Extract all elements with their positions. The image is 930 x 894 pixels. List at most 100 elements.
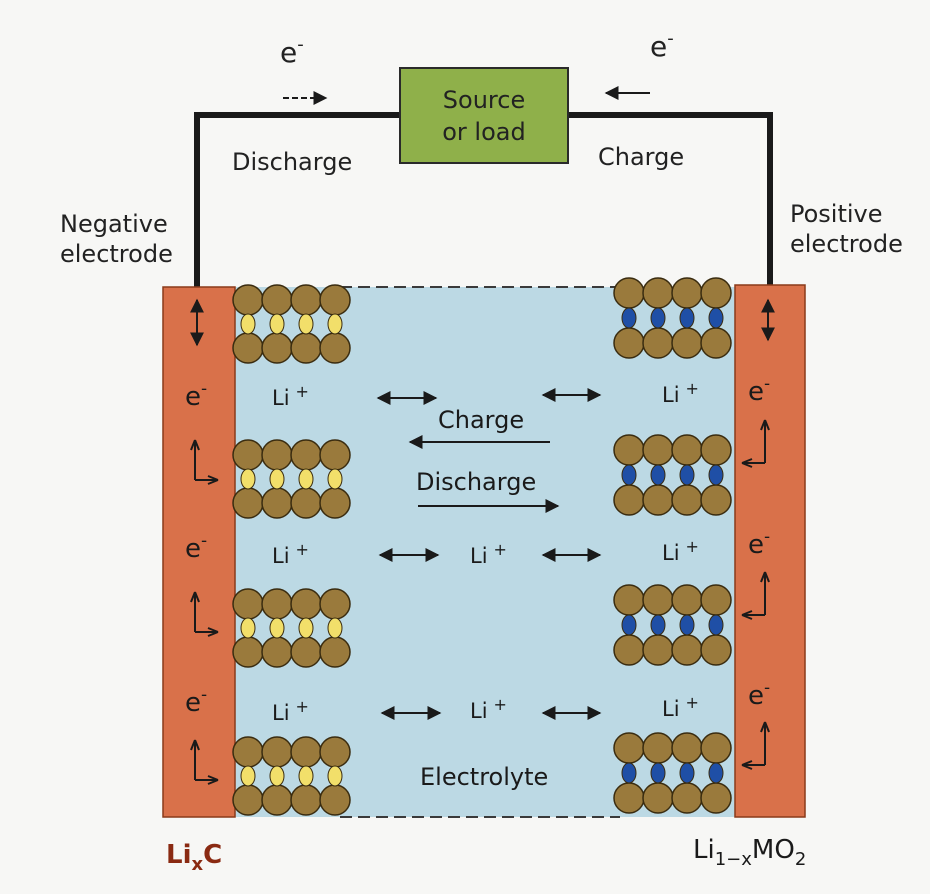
host-atom <box>232 588 264 620</box>
intercalated-ion <box>327 313 343 335</box>
host-atom <box>290 284 322 316</box>
li-ion-2: Li+ <box>662 379 699 407</box>
electron-path-neg-1 <box>194 440 218 481</box>
intercalated-ion <box>298 617 314 639</box>
host-atom <box>319 636 351 668</box>
host-atom <box>290 736 322 768</box>
negative-layer-3 <box>232 588 351 668</box>
host-atom <box>290 332 322 364</box>
host-atom <box>671 327 703 359</box>
intercalated-ion <box>240 313 256 335</box>
host-atom <box>319 487 351 519</box>
li-ion-1: Li+ <box>272 382 309 410</box>
negative-electrode <box>162 286 236 818</box>
electrolyte-region <box>235 287 735 817</box>
intercalated-ion <box>679 464 695 486</box>
intercalated-ion <box>708 307 724 329</box>
host-atom <box>232 284 264 316</box>
positive-layer-3 <box>613 584 732 666</box>
host-atom <box>671 634 703 666</box>
host-atom <box>642 327 674 359</box>
intercalated-ion <box>240 765 256 787</box>
host-atom <box>700 277 732 309</box>
host-atom <box>319 588 351 620</box>
host-atom <box>319 439 351 471</box>
host-atom <box>613 732 645 764</box>
host-atom <box>232 636 264 668</box>
electron-pos-1: e- <box>748 374 770 407</box>
host-atom <box>261 487 293 519</box>
intercalated-ion <box>708 464 724 486</box>
intercalated-ion <box>298 468 314 490</box>
negative-layer-2 <box>232 439 351 519</box>
electron-neg-2: e- <box>185 531 207 564</box>
arrowheads-neg-3 <box>190 739 219 785</box>
wire-right <box>568 112 773 300</box>
intercalated-ion <box>708 614 724 636</box>
host-atom <box>261 784 293 816</box>
electron-path-neg-3 <box>194 740 218 781</box>
host-atom <box>671 732 703 764</box>
intercalated-ion <box>298 313 314 335</box>
load-label: or load <box>442 118 525 146</box>
intercalated-ion <box>269 617 285 639</box>
positive-layer-1 <box>613 277 732 359</box>
electron-pos-3: e- <box>748 678 770 711</box>
intercalated-ion <box>650 464 666 486</box>
electron-path-pos-1 <box>742 420 766 464</box>
positive-electrode-electrons: e- e- e- <box>741 374 770 770</box>
ion-transport: Li+ Li+ Li+ Li+ Li+ Li+ Li+ Li+ <box>272 379 699 725</box>
host-atom <box>319 784 351 816</box>
host-atom <box>232 332 264 364</box>
intercalated-ion <box>650 307 666 329</box>
host-atom <box>290 588 322 620</box>
li-ion-6: Li+ <box>272 697 309 725</box>
host-atom <box>290 487 322 519</box>
host-atom <box>642 277 674 309</box>
host-atom <box>700 732 732 764</box>
positive-formula: Li1−xMO2 <box>693 835 806 870</box>
arrowheads-neg-2 <box>190 591 219 637</box>
charge-mid-label: Charge <box>438 406 524 434</box>
host-atom <box>642 484 674 516</box>
host-atom <box>671 277 703 309</box>
host-atom <box>232 487 264 519</box>
charge-top-label: Charge <box>598 143 684 171</box>
host-atom <box>232 784 264 816</box>
electron-neg-1: e- <box>185 379 207 412</box>
host-atom <box>613 634 645 666</box>
host-atom <box>261 588 293 620</box>
host-atom <box>671 484 703 516</box>
host-atom <box>671 782 703 814</box>
host-atom <box>613 484 645 516</box>
host-atom <box>642 434 674 466</box>
li-ion-8: Li+ <box>662 693 699 721</box>
host-atom <box>261 284 293 316</box>
electron-label-left: e- <box>280 34 304 69</box>
positive-electrode-label-1: Positive <box>790 200 883 228</box>
positive-electrode <box>734 284 806 818</box>
wire-left <box>194 112 400 300</box>
electron-path-pos-2 <box>742 572 766 616</box>
host-atom <box>613 434 645 466</box>
intercalated-ion <box>679 307 695 329</box>
host-atom <box>232 439 264 471</box>
arrowheads-pos-1 <box>741 419 770 468</box>
intercalated-ion <box>240 468 256 490</box>
intercalated-ion <box>269 468 285 490</box>
electrolyte-label: Electrolyte <box>420 763 548 791</box>
intercalated-ion <box>327 765 343 787</box>
intercalated-ion <box>621 614 637 636</box>
intercalated-ion <box>269 765 285 787</box>
intercalated-ion <box>621 762 637 784</box>
host-atom <box>319 284 351 316</box>
electron-path-neg-2 <box>194 592 218 633</box>
host-atom <box>319 332 351 364</box>
host-atom <box>261 332 293 364</box>
negative-electrode-electrons: e- e- e- <box>185 379 219 785</box>
electron-neg-3: e- <box>185 685 207 718</box>
host-atom <box>290 636 322 668</box>
host-atom <box>700 584 732 616</box>
host-atom <box>642 732 674 764</box>
